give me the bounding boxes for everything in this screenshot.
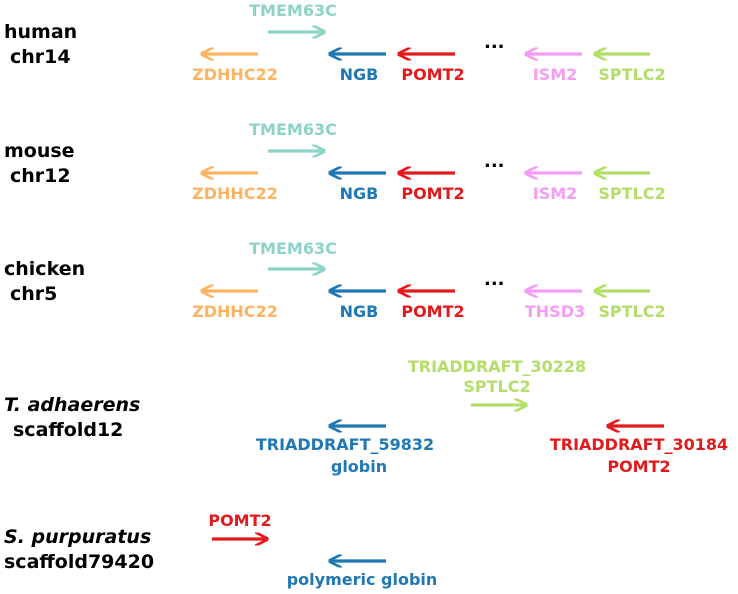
species-name: S. purpuratus: [4, 526, 151, 548]
gene-tmem63c: TMEM63C: [249, 120, 337, 151]
chromosome-name: scaffold79420: [4, 551, 154, 573]
gap-ellipsis: ...: [484, 269, 505, 290]
gene-label: SPTLC2: [598, 65, 665, 84]
gene-ism2: ISM2: [527, 54, 582, 84]
gene-label: polymeric globin: [287, 570, 438, 589]
gene-zdhhc22: ZDHHC22: [192, 291, 278, 321]
track-tadhaerens: T. adhaerens scaffold12 TRIADDRAFT_30228SP…: [4, 357, 728, 476]
gene-label: ZDHHC22: [192, 302, 278, 321]
gene-ngb: NGB: [331, 291, 386, 321]
gene-tmem63c: TMEM63C: [249, 239, 337, 269]
track-chicken: chicken chr5... ZDHHC22 TMEM63C NGB POMT2 THSD…: [4, 239, 666, 321]
gene-tmem63c: TMEM63C: [249, 1, 337, 32]
gene-label: TMEM63C: [249, 1, 337, 20]
gene-label: POMT2: [208, 511, 271, 530]
gene-label: NGB: [340, 184, 379, 203]
gene-label: POMT2: [401, 65, 464, 84]
gene-sptlc2: SPTLC2: [596, 173, 666, 203]
track-mouse: mouse chr12... ZDHHC22 TMEM63C NGB POMT2 ISM2 S…: [4, 120, 666, 203]
chromosome-name: chr5: [10, 283, 57, 305]
gene-pomt2: POMT2: [400, 173, 465, 203]
chromosome-name: chr14: [10, 46, 71, 68]
gene-label: ZDHHC22: [192, 65, 278, 84]
gene-sublabel: globin: [331, 457, 387, 476]
gene-thsd3: THSD3: [525, 291, 585, 321]
gap-ellipsis: ...: [484, 151, 505, 172]
gene-zdhhc22: ZDHHC22: [192, 173, 278, 203]
gene-label: THSD3: [525, 302, 585, 321]
gene-sublabel: SPTLC2: [463, 377, 530, 396]
gene-ism2: ISM2: [527, 173, 582, 203]
gene-label: NGB: [340, 302, 379, 321]
track-human: human chr14... ZDHHC22 TMEM63C NGB POMT2 ISM2 S…: [4, 1, 666, 84]
gene-label: TMEM63C: [249, 120, 337, 139]
gene-label: POMT2: [401, 302, 464, 321]
gene-sublabel: POMT2: [607, 457, 670, 476]
gene-sptlc2: SPTLC2: [596, 54, 666, 84]
gene-zdhhc22: ZDHHC22: [192, 54, 278, 84]
gene-label: ZDHHC22: [192, 184, 278, 203]
gene-label: SPTLC2: [598, 302, 665, 321]
gene-label: SPTLC2: [598, 184, 665, 203]
species-name: chicken: [4, 258, 85, 280]
track-spurpuratus: S. purpuratus scaffold79420 POMT2 polymeric…: [4, 511, 437, 589]
gene-ngb: NGB: [331, 54, 386, 84]
gene-label: ISM2: [533, 65, 578, 84]
gene-label: TRIADDRAFT_59832: [256, 435, 434, 454]
chromosome-name: chr12: [10, 165, 71, 187]
gene-sptlc2: SPTLC2: [596, 291, 666, 321]
gene-label: NGB: [340, 65, 379, 84]
chromosome-name: scaffold12: [13, 419, 123, 441]
gene-pomt2: POMT2: [400, 54, 465, 84]
gene-label: ISM2: [533, 184, 578, 203]
gene-label: TRIADDRAFT_30228: [408, 357, 586, 376]
gene-pomt2: POMT2: [400, 291, 465, 321]
species-name: human: [4, 21, 77, 43]
gene-label: TRIADDRAFT_30184: [550, 435, 728, 454]
gene-label: POMT2: [401, 184, 464, 203]
gene-ngb: NGB: [331, 173, 386, 203]
gene-label: TMEM63C: [249, 239, 337, 258]
species-name: T. adhaerens: [4, 394, 140, 416]
gene-pomt2: POMT2: [208, 511, 272, 539]
species-name: mouse: [4, 140, 75, 162]
gene-ngb: polymeric globin: [287, 561, 438, 589]
gap-ellipsis: ...: [484, 32, 505, 53]
